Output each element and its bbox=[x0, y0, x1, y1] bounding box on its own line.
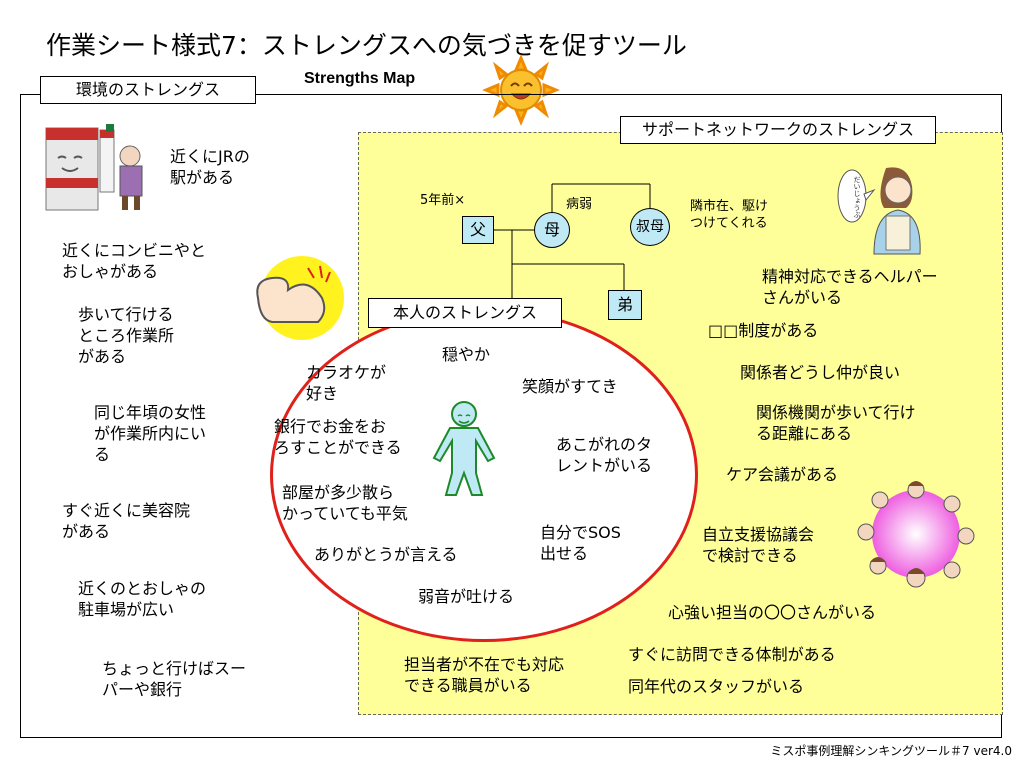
support-item-council: 自立支援協議会 で検討できる bbox=[702, 525, 815, 565]
env-item-station: 近くにJRの 駅がある bbox=[170, 147, 250, 187]
person-item-sos: 自分でSOS 出せる bbox=[540, 523, 621, 563]
person-item-calm: 穏やか bbox=[442, 345, 491, 364]
support-network-label: サポートネットワークのストレングス bbox=[620, 116, 936, 144]
person-strengths-label: 本人のストレングス bbox=[368, 298, 562, 328]
env-item-same-age-woman: 同じ年頃の女性 が作業所内にい る bbox=[94, 403, 207, 464]
env-item-beauty-salon: すぐ近くに美容院 がある bbox=[62, 501, 191, 541]
support-item-relations: 関係者どうし仲が良い bbox=[740, 363, 901, 382]
helper-speech-bubble: だいじょうぶ bbox=[853, 176, 861, 218]
strengths-map-label: Strengths Map bbox=[304, 70, 416, 87]
env-item-workplace: 歩いて行ける ところ作業所 がある bbox=[78, 305, 175, 366]
person-item-thanks: ありがとうが言える bbox=[314, 545, 458, 564]
person-item-smile: 笑顔がすてき bbox=[522, 377, 618, 396]
aunt-note: 隣市在、駆け つけてくれる bbox=[690, 199, 769, 231]
father-node: 父 bbox=[462, 216, 494, 244]
support-item-visit-system: すぐに訪問できる体制がある bbox=[628, 645, 836, 664]
env-item-convenience-store: 近くにコンビニやと おしゃがある bbox=[62, 241, 207, 281]
env-item-supermarket-bank: ちょっと行けばスー パーや銀行 bbox=[102, 659, 247, 699]
support-item-same-age-staff: 同年代のスタッフがいる bbox=[628, 677, 805, 696]
support-item-reliable-staff: 心強い担当の〇〇さんがいる bbox=[668, 603, 877, 622]
mother-note: 病弱 bbox=[566, 197, 593, 212]
aunt-node: 叔母 bbox=[630, 208, 670, 246]
support-item-care-meeting: ケア会議がある bbox=[726, 465, 839, 484]
support-item-system: □□制度がある bbox=[708, 321, 819, 340]
environment-label: 環境のストレングス bbox=[40, 76, 256, 104]
env-item-parking: 近くのとおしゃの 駐車場が広い bbox=[78, 579, 207, 619]
station-illustration bbox=[45, 124, 143, 211]
strong-arm-illustration bbox=[256, 256, 344, 340]
support-circle-illustration bbox=[857, 481, 975, 588]
person-item-idol: あこがれのタ レントがいる bbox=[556, 435, 653, 475]
footer-text: ミスポ事例理解シンキングツール＃7 ver4.0 bbox=[770, 744, 1012, 758]
person-figure-icon bbox=[432, 401, 496, 496]
support-item-helper: 精神対応できるヘルパー さんがいる bbox=[762, 267, 938, 307]
support-item-nearby-agencies: 関係機関が歩いて行け る距離にある bbox=[756, 403, 916, 443]
support-item-backup-staff: 担当者が不在でも対応 できる職員がいる bbox=[404, 655, 565, 695]
person-item-karaoke: カラオケが 好き bbox=[306, 363, 387, 403]
brother-node: 弟 bbox=[608, 290, 642, 320]
person-item-bank: 銀行でお金をお ろすことができる bbox=[274, 417, 402, 457]
sun-icon bbox=[482, 54, 560, 126]
helper-illustration bbox=[837, 167, 921, 255]
person-item-complain: 弱音が吐ける bbox=[418, 587, 515, 606]
person-item-messy-room: 部屋が多少散ら かっていても平気 bbox=[282, 483, 408, 523]
page-title: 作業シート様式7：ストレングスへの気づきを促すツール bbox=[46, 31, 687, 60]
mother-node: 母 bbox=[534, 212, 570, 248]
father-note: 5年前× bbox=[420, 193, 466, 208]
